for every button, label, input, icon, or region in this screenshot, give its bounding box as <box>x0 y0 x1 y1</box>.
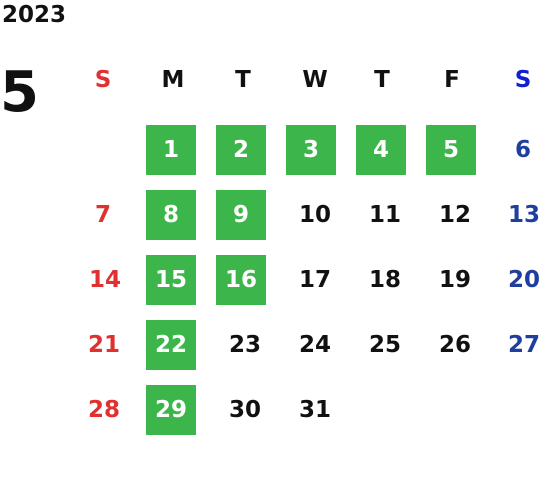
day-cell[interactable]: 31 <box>298 397 331 423</box>
day-cell-highlighted[interactable]: 3 <box>286 125 336 175</box>
weekday-thu: T <box>374 67 390 93</box>
day-cell-highlighted[interactable]: 29 <box>146 385 196 435</box>
day-cell-highlighted[interactable]: 16 <box>216 255 266 305</box>
day-cell-empty <box>360 385 410 435</box>
year-label: 2023 <box>2 2 67 28</box>
day-cell-highlighted[interactable]: 5 <box>426 125 476 175</box>
week-row-2: 7 8 9 10 11 12 13 <box>68 190 548 250</box>
day-cell[interactable]: 12 <box>438 202 471 228</box>
day-cell-highlighted[interactable]: 8 <box>146 190 196 240</box>
day-cell-empty <box>430 385 480 435</box>
day-cell[interactable]: 28 <box>87 397 120 423</box>
day-cell[interactable]: 19 <box>438 267 471 293</box>
day-cell[interactable]: 27 <box>507 332 540 358</box>
day-cell-highlighted[interactable]: 22 <box>146 320 196 370</box>
day-cell[interactable]: 14 <box>88 267 121 293</box>
week-row-3: 14 15 16 17 18 19 20 <box>68 255 548 315</box>
day-cell[interactable]: 21 <box>87 332 120 358</box>
day-cell[interactable]: 18 <box>368 267 401 293</box>
day-cell-highlighted[interactable]: 9 <box>216 190 266 240</box>
day-cell[interactable]: 11 <box>368 202 401 228</box>
weekday-header-row: S M T W T F S <box>68 50 548 110</box>
weekday-mon: M <box>161 67 185 93</box>
day-cell[interactable]: 25 <box>368 332 401 358</box>
day-cell[interactable]: 30 <box>228 397 261 423</box>
day-cell[interactable] <box>78 125 128 175</box>
day-cell-empty <box>499 385 548 435</box>
week-row-1: 1 2 3 4 5 6 <box>68 125 548 185</box>
weekday-sun: S <box>94 67 112 93</box>
week-row-5: 28 29 30 31 <box>68 385 548 445</box>
month-number: 5 <box>0 60 39 125</box>
week-row-4: 21 22 23 24 25 26 27 <box>68 320 548 380</box>
day-cell[interactable]: 10 <box>298 202 331 228</box>
day-cell[interactable]: 13 <box>507 202 540 228</box>
weekday-sat: S <box>514 67 532 93</box>
day-cell[interactable]: 23 <box>228 332 261 358</box>
weekday-tue: T <box>235 67 251 93</box>
day-cell[interactable]: 24 <box>298 332 331 358</box>
day-cell[interactable]: 6 <box>514 137 531 163</box>
weekday-wed: W <box>302 67 328 93</box>
day-cell-highlighted[interactable]: 2 <box>216 125 266 175</box>
day-cell-highlighted[interactable]: 15 <box>146 255 196 305</box>
day-cell[interactable]: 7 <box>94 202 111 228</box>
day-cell-highlighted[interactable]: 4 <box>356 125 406 175</box>
day-cell[interactable]: 20 <box>507 267 540 293</box>
weekday-fri: F <box>444 67 460 93</box>
day-cell[interactable]: 26 <box>438 332 471 358</box>
day-cell-highlighted[interactable]: 1 <box>146 125 196 175</box>
day-cell[interactable]: 17 <box>298 267 331 293</box>
